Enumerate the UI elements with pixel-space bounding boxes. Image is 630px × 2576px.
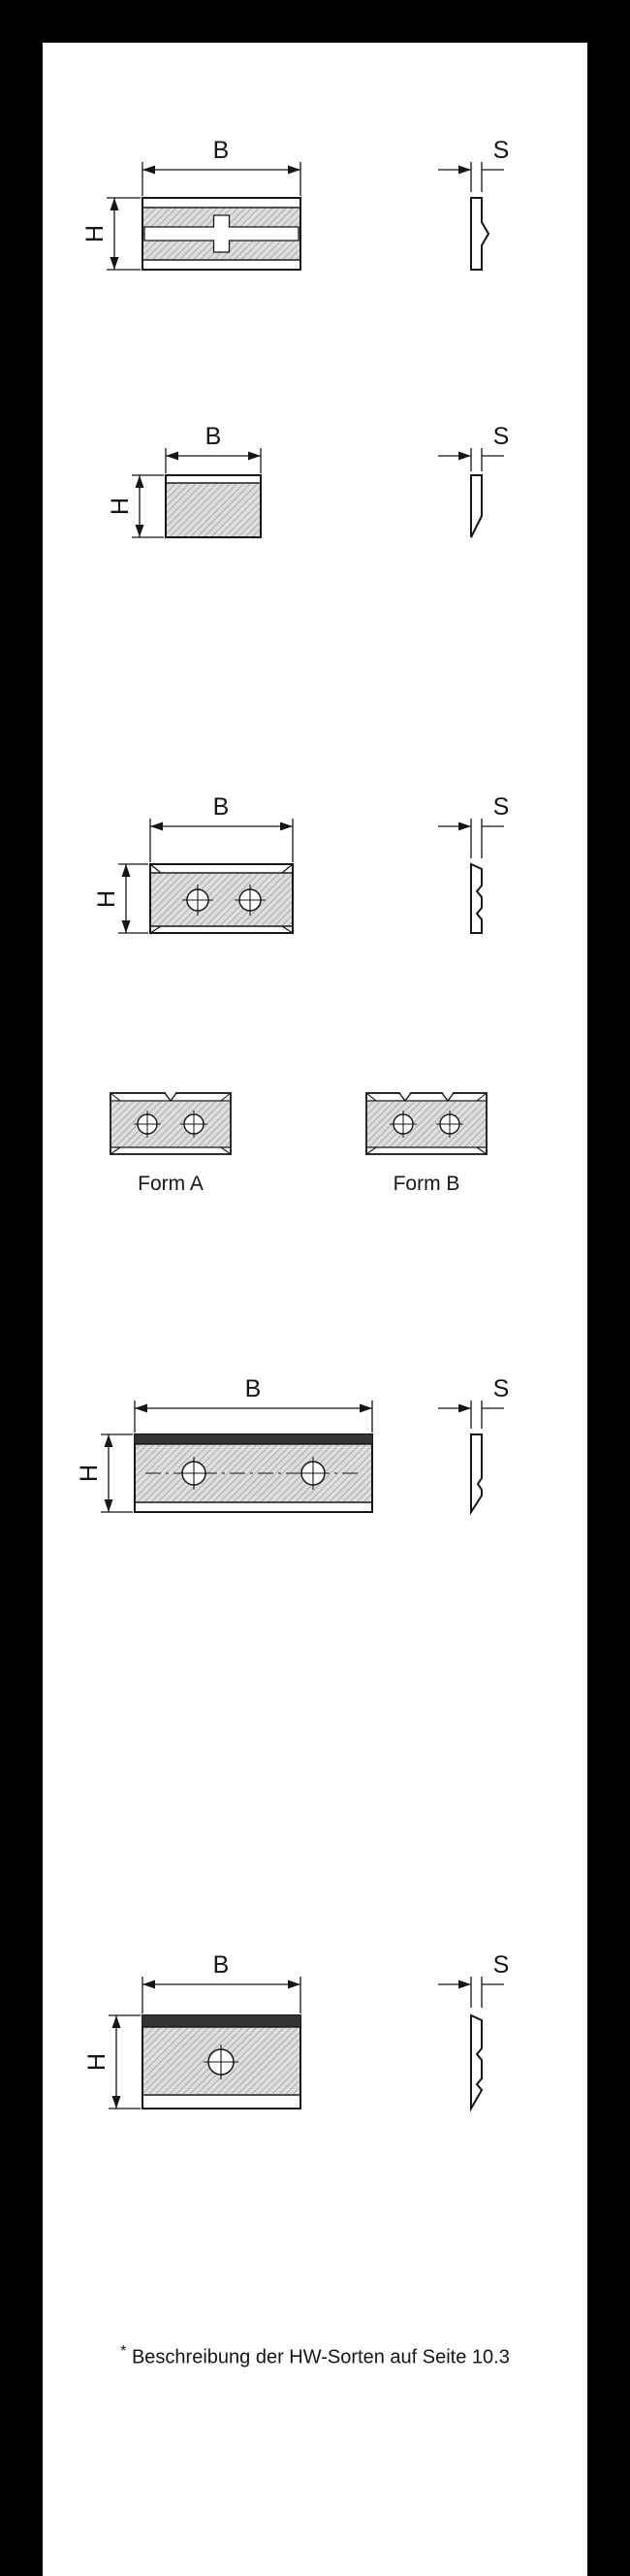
mounting-hole (134, 1111, 161, 1138)
b-label: B (213, 793, 230, 821)
h-label: H (107, 498, 134, 515)
b-dimension (142, 1977, 301, 2013)
front-view (110, 1091, 232, 1155)
form-b-label: Form B (394, 1173, 460, 1195)
b-label: B (205, 423, 222, 450)
h-label: H (81, 225, 109, 242)
b-dimension (165, 448, 262, 473)
mounting-hole (436, 1111, 463, 1138)
footnote-marker: * (120, 2343, 127, 2360)
mounting-hole (390, 1111, 417, 1138)
h-dimension (107, 197, 141, 271)
section-view (470, 474, 483, 538)
front-view (134, 1433, 373, 1513)
h-label: H (93, 890, 120, 908)
front-view (142, 197, 301, 271)
mounting-hole (235, 885, 266, 916)
s-label: S (493, 1951, 510, 1979)
mounting-hole (182, 885, 213, 916)
figure-insert-one-hole: B H (83, 1951, 510, 2112)
page-border-top (0, 0, 630, 43)
page-border-right (587, 0, 630, 2576)
s-dimension (438, 819, 504, 858)
s-label: S (493, 137, 510, 164)
front-view (142, 2014, 301, 2109)
section-view (470, 197, 490, 271)
s-label: S (493, 1375, 510, 1402)
footnote: * Beschreibung der HW-Sorten auf Seite 1… (43, 2343, 587, 2369)
h-dimension (109, 2014, 141, 2109)
mounting-hole (180, 1111, 207, 1138)
b-dimension (134, 1401, 373, 1433)
s-label: S (493, 793, 510, 821)
page-border-left (0, 0, 43, 2576)
h-dimension (118, 863, 148, 934)
b-label: B (213, 1951, 230, 1979)
s-dimension (438, 448, 504, 471)
section-view (470, 1433, 483, 1516)
s-dimension (438, 1401, 504, 1429)
figure-insert-plain: B H S (107, 423, 510, 538)
h-dimension (132, 474, 164, 538)
figure-insert-cross-groove: B H (81, 137, 510, 271)
mounting-hole (297, 1457, 330, 1490)
mounting-hole (177, 1457, 210, 1490)
s-dimension (438, 162, 504, 192)
h-label: H (76, 1465, 103, 1482)
b-dimension (149, 819, 294, 862)
index-notch (165, 1091, 176, 1101)
footnote-text: Beschreibung der HW-Sorten auf Seite 10.… (131, 2346, 510, 2368)
figure-insert-long: B H (76, 1375, 510, 1516)
index-notch (399, 1091, 411, 1101)
mounting-hole (204, 2045, 238, 2079)
h-dimension (101, 1433, 133, 1513)
s-label: S (493, 423, 510, 450)
b-label: B (245, 1375, 262, 1402)
front-view (165, 474, 262, 538)
front-view (365, 1091, 488, 1155)
h-label: H (83, 2053, 110, 2071)
section-view (470, 2013, 484, 2112)
s-dimension (438, 1977, 504, 2008)
cross-groove (143, 214, 299, 253)
form-a-label: Form A (138, 1173, 204, 1195)
front-view (149, 863, 294, 934)
b-dimension (142, 162, 301, 196)
index-notch (442, 1091, 454, 1101)
figure-form-b: Form B (365, 1091, 488, 1195)
b-label: B (213, 137, 230, 164)
figure-form-a: Form A (110, 1091, 232, 1195)
figure-insert-two-holes: B H (93, 793, 510, 934)
section-view (470, 862, 483, 934)
